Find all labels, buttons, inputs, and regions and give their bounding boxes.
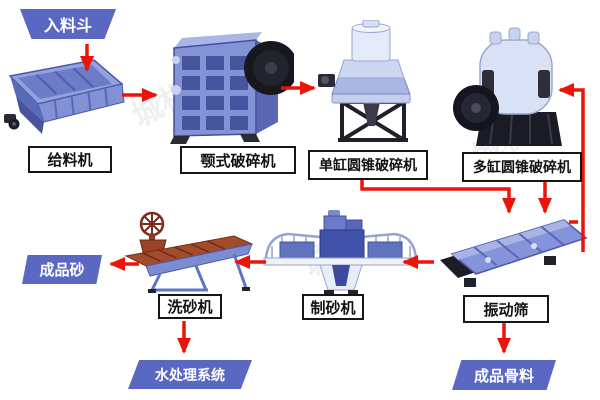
arrow-screen-return-to-cone2 — [558, 83, 585, 252]
label-box-multi-cylinder-cone-crusher: 多缸圆锥破碎机 — [462, 152, 582, 182]
label-box-single-cylinder-cone-crusher: 单缸圆锥破碎机 — [308, 150, 428, 180]
vibrating-screen-label: 振动筛 — [483, 300, 529, 319]
multi-cylinder-cone-crusher-illustration — [453, 27, 562, 146]
sand-making-machine-label: 制砂机 — [310, 298, 356, 317]
label-box-vibrating-screen: 振动筛 — [463, 295, 549, 323]
feeder-label: 给料机 — [47, 151, 93, 169]
label-box-sand-making-machine: 制砂机 — [302, 294, 364, 320]
label-box-jaw-crusher: 颚式破碎机 — [180, 146, 296, 174]
label-box-sand-washer: 洗砂机 — [158, 294, 222, 319]
sand-washer-label: 洗砂机 — [167, 298, 213, 316]
vibrating-feeder-illustration — [4, 59, 125, 134]
feed-hopper-label: 入料斗 — [43, 16, 92, 35]
sand-washer-illustration — [124, 211, 254, 293]
node-finished-sand: 成品砂 — [22, 255, 102, 284]
jaw-crusher-illustration — [170, 32, 294, 144]
node-water-treatment-system: 水处理系统 — [128, 360, 252, 389]
jaw-crusher-label: 颚式破碎机 — [200, 151, 276, 170]
finished-sand-label: 成品砂 — [39, 261, 85, 279]
label-box-feeder: 给料机 — [28, 146, 112, 173]
water-treatment-label: 水处理系统 — [155, 367, 225, 384]
finished-aggregate-label: 成品骨料 — [473, 366, 534, 385]
node-finished-aggregate: 成品骨料 — [452, 360, 556, 390]
multi-cylinder-cone-crusher-label: 多缸圆锥破碎机 — [473, 160, 571, 176]
single-cylinder-cone-crusher-label: 单缸圆锥破碎机 — [319, 158, 417, 174]
vibrating-screen-illustration — [440, 219, 588, 287]
node-feed-hopper: 入料斗 — [20, 9, 116, 39]
single-cylinder-cone-crusher-illustration — [318, 20, 411, 142]
sand-making-machine-illustration — [263, 210, 419, 294]
arrow-cone1-to-screen — [360, 177, 516, 214]
